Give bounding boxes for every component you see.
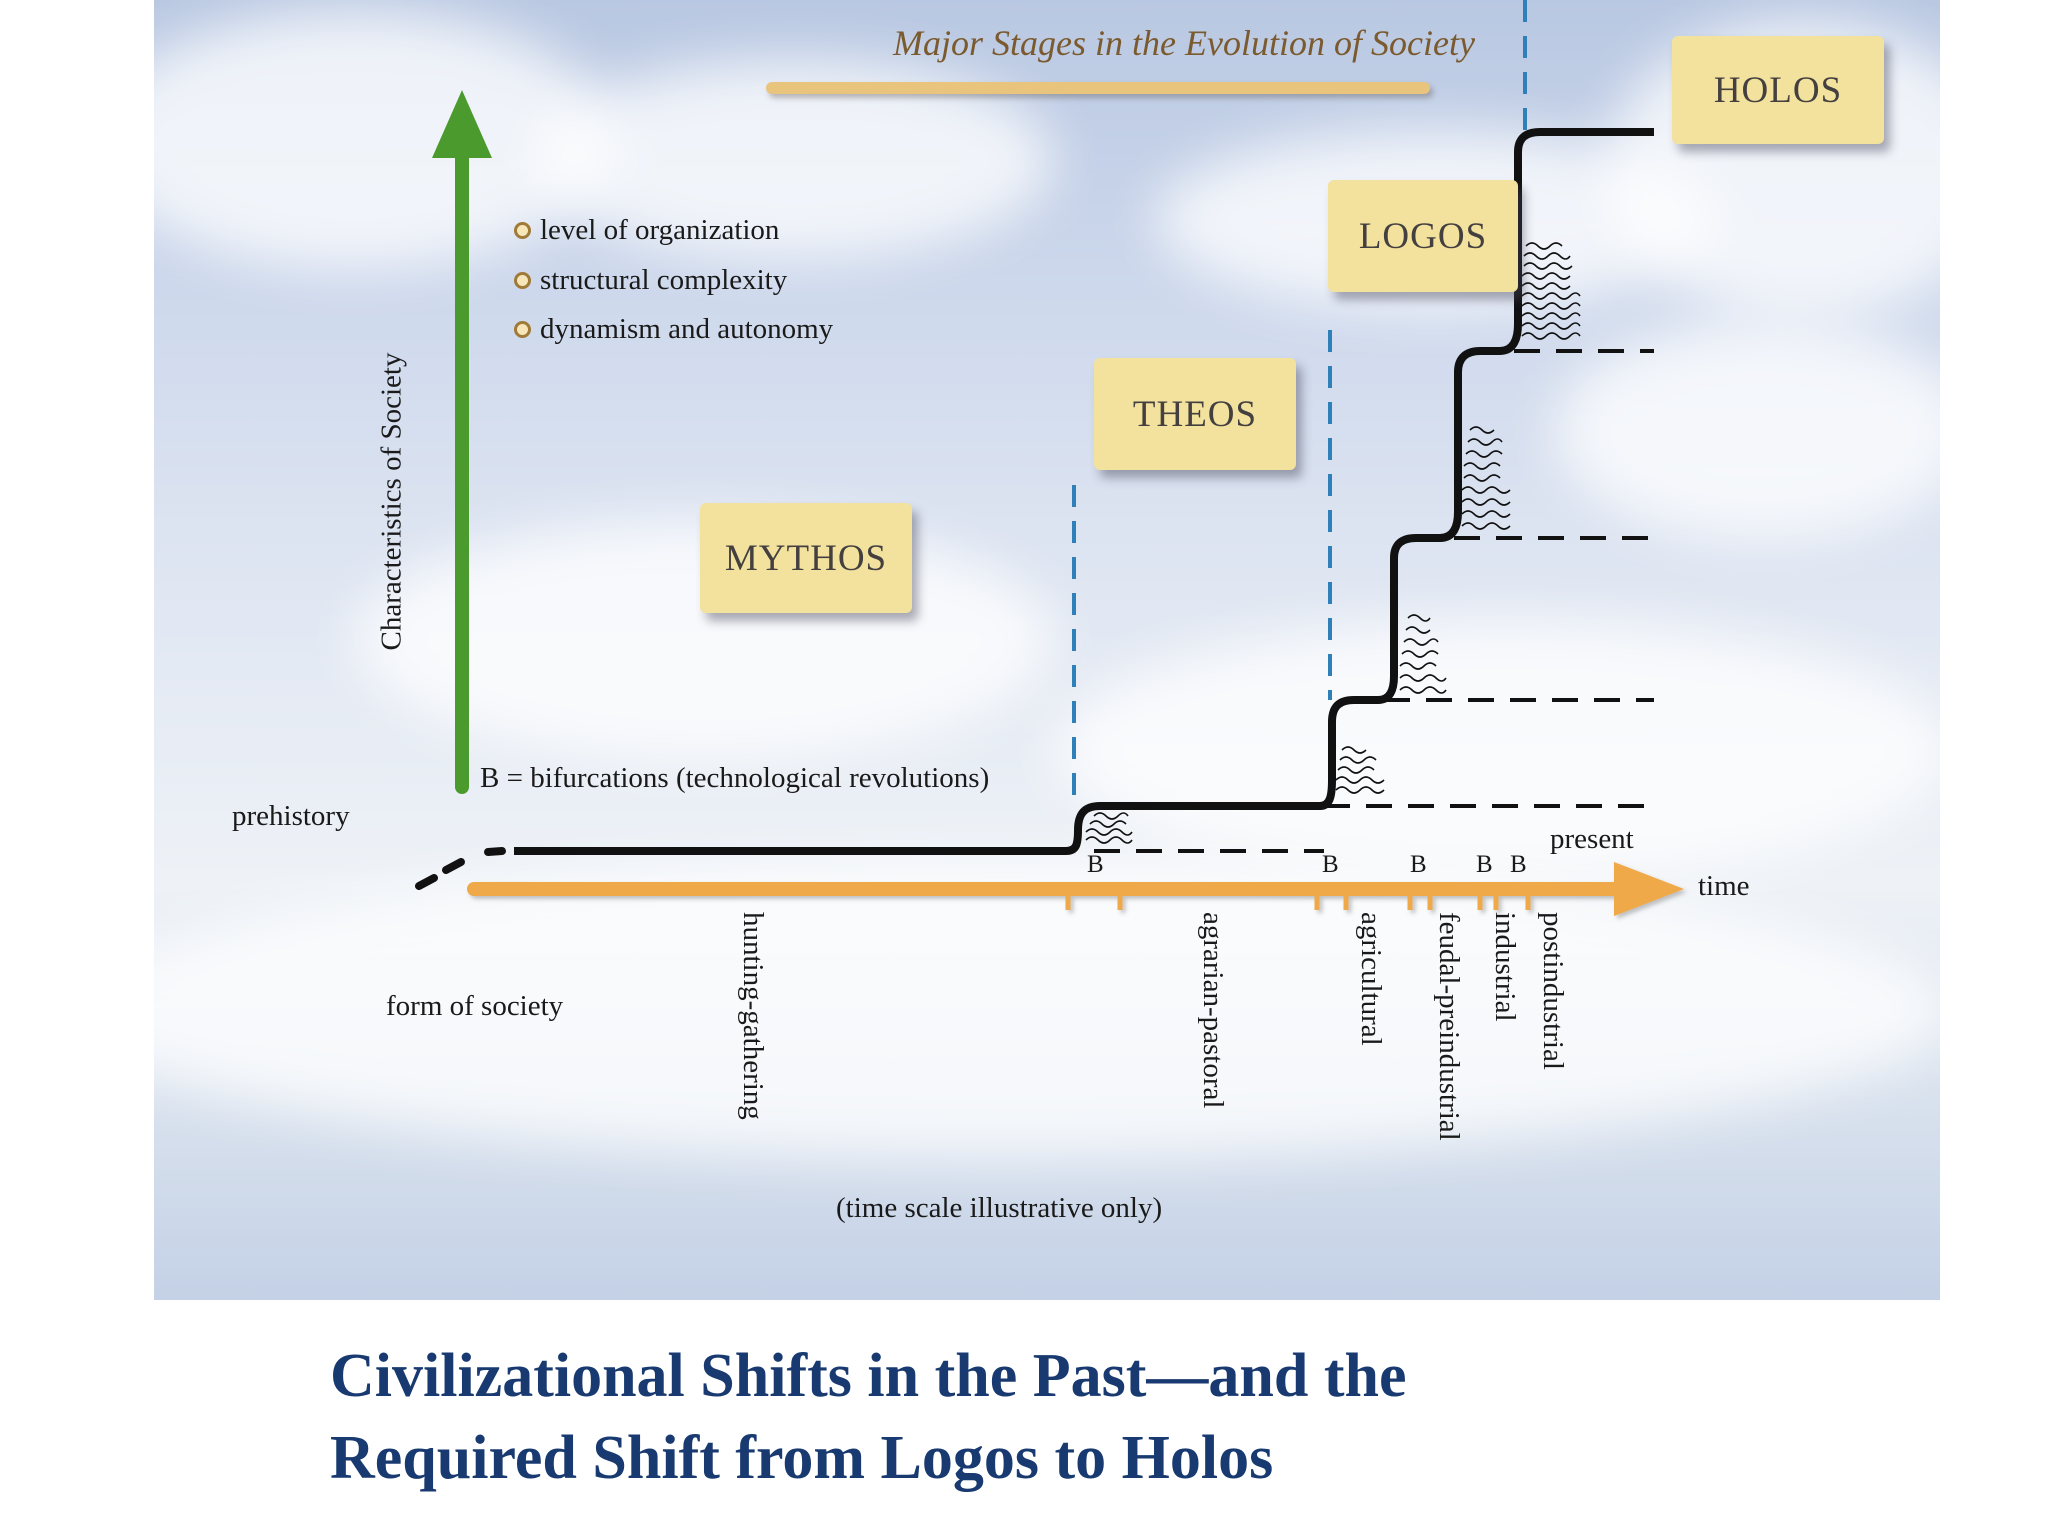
bullet-icon	[514, 321, 531, 338]
cloud	[154, 860, 1940, 1160]
time-scale-note: (time scale illustrative only)	[836, 1192, 1163, 1224]
stage-logos: LOGOS	[1328, 180, 1518, 292]
characteristic-item: dynamism and autonomy	[514, 313, 833, 346]
diagram-title: Major Stages in the Evolution of Society	[893, 23, 1475, 63]
form-of-society-item: agrarian-pastoral	[1197, 912, 1229, 1109]
time-axis-arrow	[467, 862, 1684, 916]
prehistory-dashed-line	[415, 847, 506, 890]
stage-mythos: MYTHOS	[700, 503, 912, 613]
characteristic-item: level of organization	[514, 214, 779, 247]
caption: Civilizational Shifts in the Past—and th…	[330, 1335, 1930, 1499]
characteristics-up-arrow	[432, 90, 492, 794]
cloud	[1554, 320, 1940, 540]
stage-holos: HOLOS	[1672, 36, 1884, 144]
evolution-graph	[415, 0, 1684, 916]
bifurcation-note: B = bifurcations (technological revoluti…	[480, 762, 990, 794]
bullet-icon	[514, 222, 531, 239]
form-of-society-item: postindustrial	[1537, 912, 1569, 1070]
evolution-step-line	[514, 128, 1654, 855]
bifurcation-marker: B	[1410, 851, 1427, 878]
time-axis-label: time	[1698, 870, 1750, 902]
caption-line: Civilizational Shifts in the Past—and th…	[330, 1342, 1407, 1410]
form-of-society-item: feudal-preindustrial	[1433, 912, 1465, 1141]
present-label: present	[1550, 823, 1634, 855]
form-of-society-label: form of society	[386, 990, 564, 1022]
bifurcation-marker: B	[1510, 851, 1527, 878]
cloud	[1054, 620, 1940, 880]
bullet-icon	[514, 272, 531, 289]
stage-theos: THEOS	[1094, 358, 1296, 470]
characteristic-item: structural complexity	[514, 264, 787, 297]
bifurcation-marker: B	[1476, 851, 1493, 878]
form-of-society-item: agricultural	[1355, 912, 1387, 1046]
caption-line: Required Shift from Logos to Holos	[330, 1424, 1274, 1492]
form-of-society-item: industrial	[1489, 912, 1521, 1022]
level-dashed-lines	[1094, 349, 1654, 853]
stage-separators	[1072, 0, 1527, 800]
bifurcation-marker: B	[1087, 851, 1104, 878]
bifurcation-squiggles	[1085, 242, 1581, 844]
form-of-society-item: hunting-gathering	[737, 912, 769, 1120]
cloud	[154, 10, 614, 270]
prehistory-label: prehistory	[232, 800, 350, 832]
title-underline	[766, 82, 1430, 94]
bifurcation-marker: B	[1322, 851, 1339, 878]
evolution-diagram: Major Stages in the Evolution of Society	[154, 0, 1940, 1300]
y-axis-label: Characteristics of Society	[375, 352, 408, 651]
